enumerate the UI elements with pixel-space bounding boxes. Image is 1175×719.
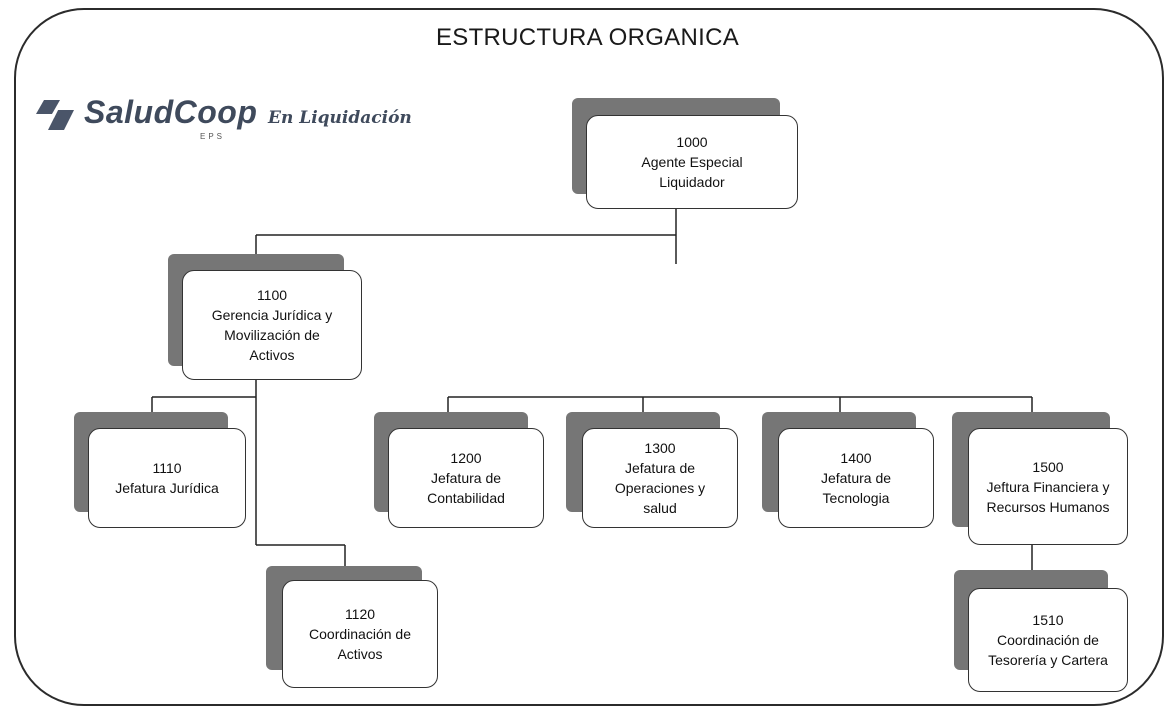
org-box-1300: 1300 Jefatura de Operaciones y salud (582, 428, 738, 528)
org-box-1400: 1400 Jefatura de Tecnologia (778, 428, 934, 528)
node-code: 1200 (450, 450, 482, 466)
org-box-1120: 1120 Coordinación de Activos (282, 580, 438, 688)
org-box-1200: 1200 Jefatura de Contabilidad (388, 428, 544, 528)
logo-name: SaludCoop (84, 94, 258, 130)
logo-subtitle: En Liquidación (268, 108, 412, 128)
org-box-1500: 1500 Jeftura Financiera y Recursos Human… (968, 428, 1128, 545)
outer-frame (14, 8, 1164, 706)
page-title: ESTRUCTURA ORGANICA (435, 24, 740, 51)
node-label: Jeftura Financiera y Recursos Humanos (986, 478, 1110, 515)
org-box-1100: 1100 Gerencia Jurídica y Movilización de… (182, 270, 362, 380)
node-label: Gerencia Jurídica y Movilización de Acti… (211, 307, 333, 363)
node-code: 1000 (676, 134, 708, 150)
node-label: Coordinación de Tesorería y Cartera (988, 632, 1108, 668)
node-code: 1120 (344, 606, 376, 622)
node-code: 1300 (644, 440, 676, 456)
org-box-1000: 1000 Agente Especial Liquidador (586, 115, 798, 209)
org-box-1510: 1510 Coordinación de Tesorería y Cartera (968, 588, 1128, 692)
node-label: Jefatura de Operaciones y salud (614, 460, 706, 516)
node-label: Jefatura Jurídica (115, 480, 219, 496)
node-code: 1400 (840, 450, 872, 466)
node-label: Coordinación de Activos (309, 626, 411, 662)
company-logo: SaludCoop EPS En Liquidación (30, 92, 450, 152)
node-code: 1100 (256, 287, 288, 303)
logo-eps: EPS (200, 132, 226, 141)
node-code: 1510 (1032, 612, 1064, 628)
node-label: Agente Especial Liquidador (641, 154, 743, 190)
node-code: 1110 (152, 460, 182, 476)
org-box-1110: 1110 Jefatura Jurídica (88, 428, 246, 528)
logo-mark-icon (36, 100, 74, 130)
node-label: Jefatura de Contabilidad (427, 470, 505, 506)
node-label: Jefatura de Tecnologia (820, 470, 892, 506)
node-code: 1500 (1032, 458, 1064, 475)
